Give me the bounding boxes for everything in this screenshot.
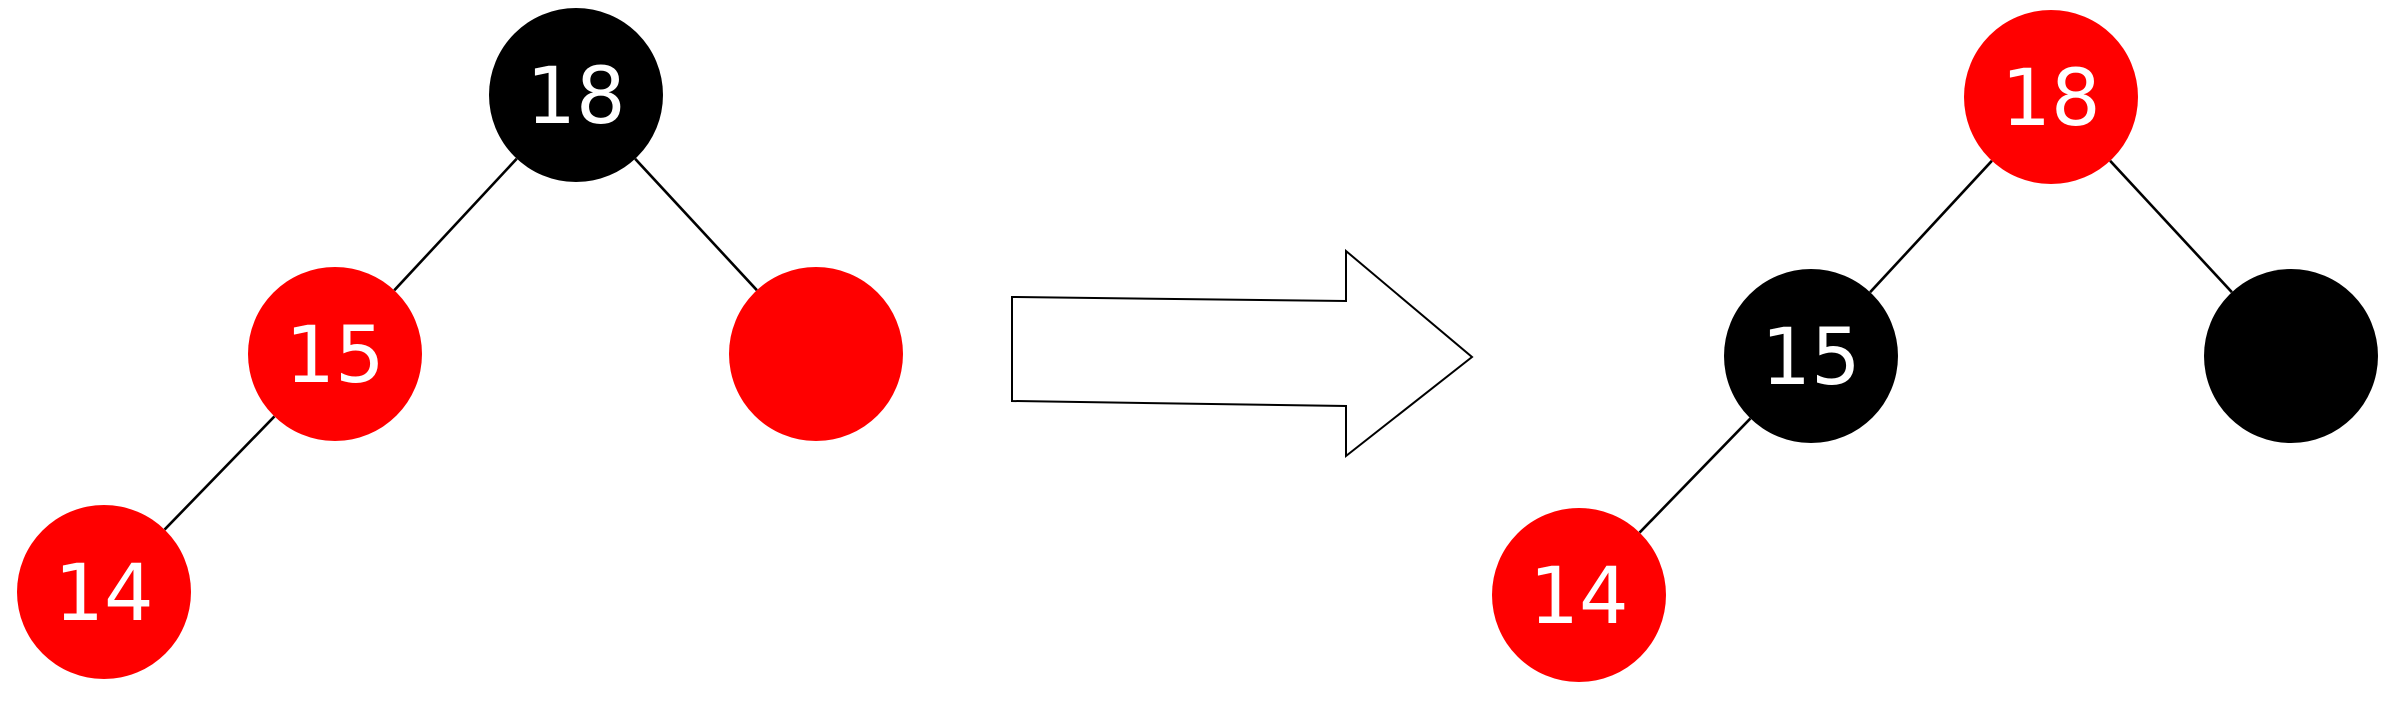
edge-root-to-left [393,157,518,292]
node-left-left-red [1492,508,1666,682]
node-right-red [729,267,903,441]
node-label-root: 18 [2001,54,2100,144]
node-left-left-red [17,505,191,679]
edge-left-to-left-left [1638,417,1752,534]
edge-root-to-right [634,157,758,292]
node-left-black [1724,269,1898,443]
edge-root-to-right [2109,159,2233,294]
node-left-red [248,267,422,441]
node-root-red [1964,10,2138,184]
node-right-black [2204,269,2378,443]
before-tree: 18 15 14 [17,8,903,679]
node-root-black [489,8,663,182]
node-label-left: 15 [285,311,384,401]
edge-root-to-left [1869,159,1993,294]
node-label-left-left: 14 [54,549,153,639]
edge-left-to-left-left [163,415,276,531]
node-label-left-left: 14 [1529,552,1628,642]
right-arrow-icon [1011,248,1474,459]
node-label-root: 18 [526,52,625,142]
after-tree: 18 15 14 [1492,10,2378,682]
node-label-left: 15 [1761,313,1860,403]
